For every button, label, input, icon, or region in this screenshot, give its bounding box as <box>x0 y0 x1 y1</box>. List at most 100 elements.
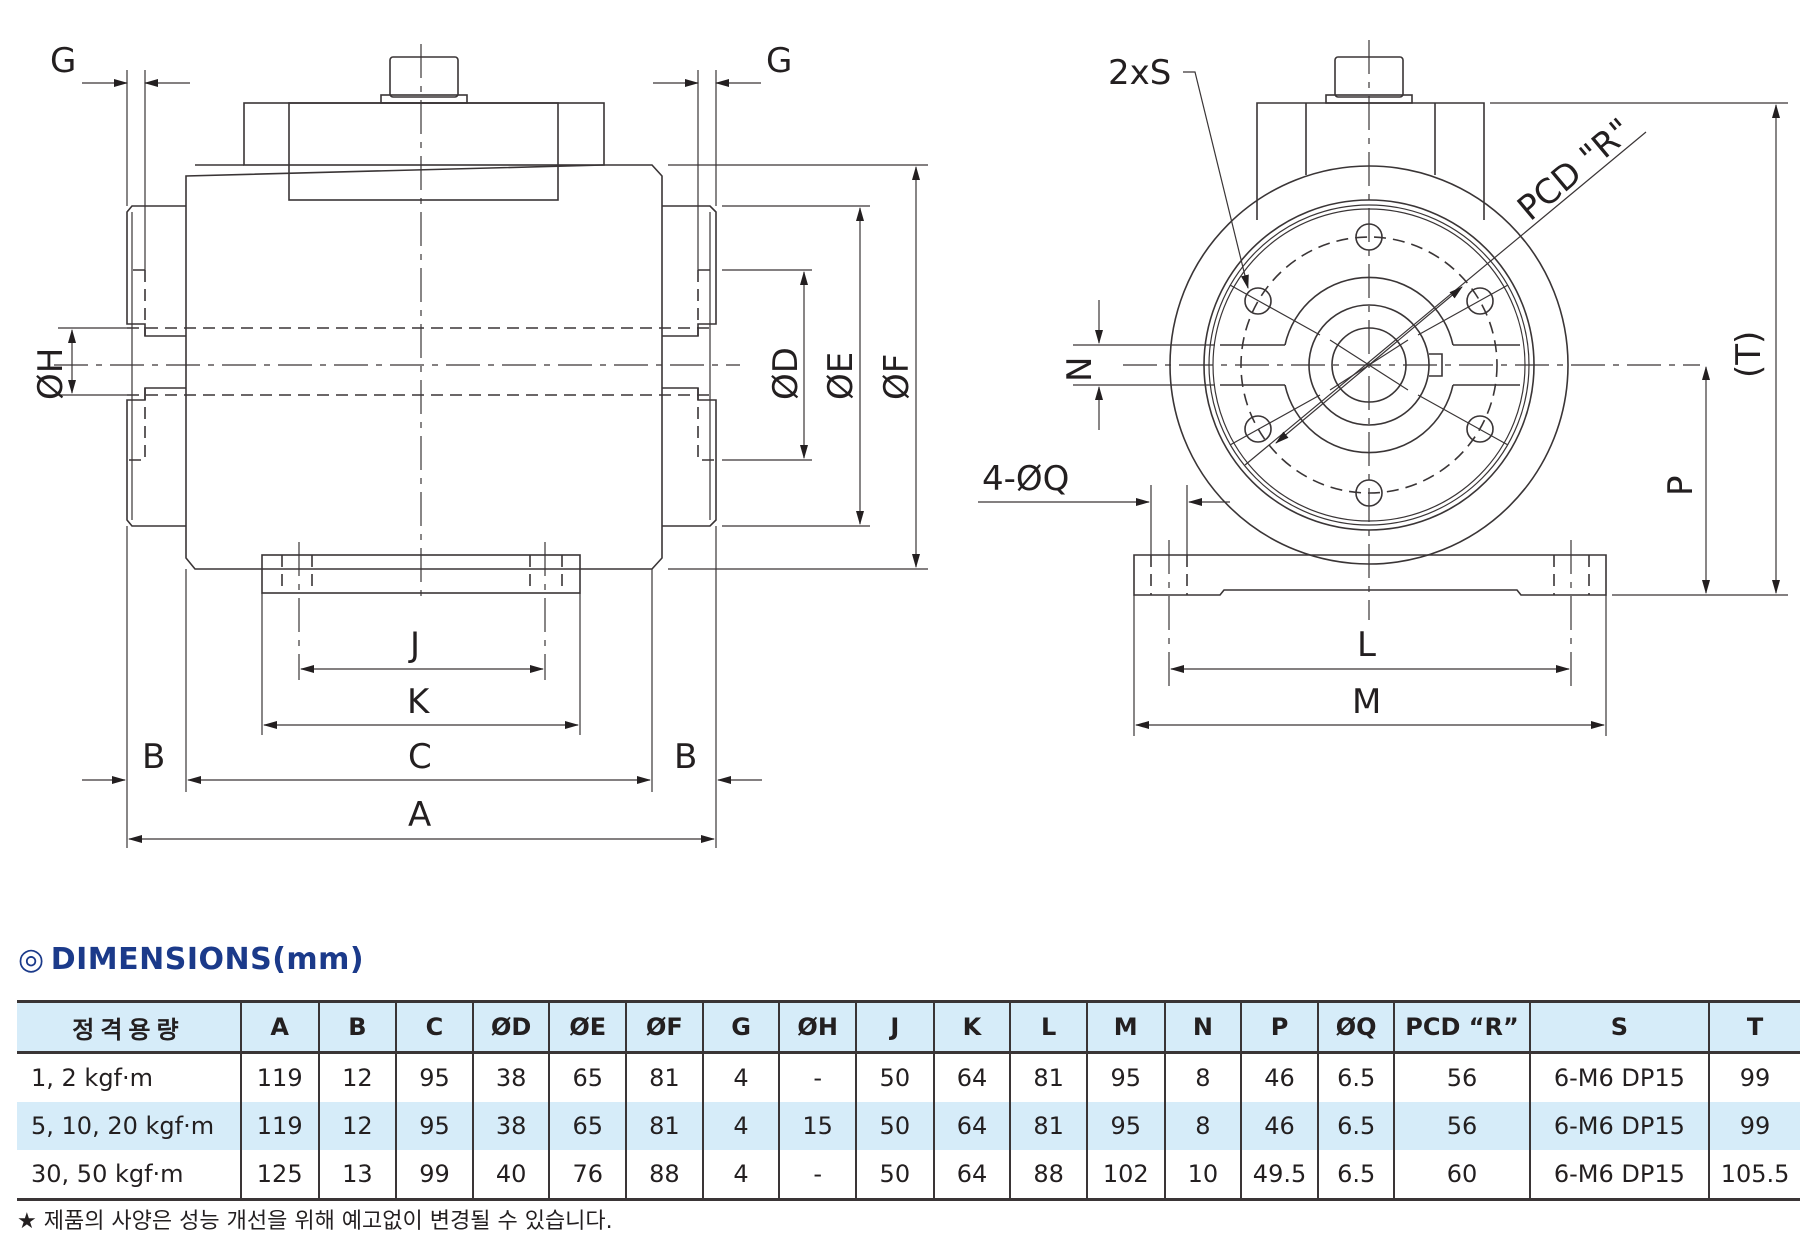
value-cell: 38 <box>471 1052 550 1102</box>
column-header: M <box>1085 1001 1165 1053</box>
label-2xs: 2xS <box>1108 53 1171 93</box>
label-phi-d: ØD <box>766 347 806 400</box>
label-4-phi-q: 4-ØQ <box>982 459 1069 499</box>
value-cell: 13 <box>317 1150 397 1200</box>
value-cell: 76 <box>548 1150 627 1200</box>
foot-bar <box>261 542 581 680</box>
label-g-left: G <box>50 41 76 81</box>
column-header: A <box>239 1001 319 1053</box>
value-cell: 95 <box>395 1052 473 1102</box>
s-leader: 2xS <box>1108 53 1249 289</box>
column-header: ØD <box>471 1001 550 1053</box>
model-cell: 1, 2 kgf·m <box>31 1064 154 1092</box>
value-cell: 6-M6 DP15 <box>1528 1102 1710 1150</box>
value-cell: 12 <box>317 1052 397 1102</box>
c-dimension: C <box>185 569 653 792</box>
value-cell: 50 <box>855 1150 934 1200</box>
column-header: P <box>1240 1001 1318 1053</box>
value-cell: 40 <box>471 1150 550 1200</box>
front-top-housing <box>1256 102 1485 220</box>
front-view: PCD "R" 2xS N 4-ØQ P <box>978 40 1788 736</box>
top-housing <box>243 102 605 201</box>
column-header: G <box>701 1001 780 1053</box>
b-dimension-right: B <box>674 737 762 784</box>
j-dimension: J <box>300 625 544 673</box>
value-cell: 119 <box>239 1102 319 1150</box>
left-flange <box>126 205 186 527</box>
label-phi-h: ØH <box>31 348 71 400</box>
dimensions-title-text: DIMENSIONS(mm) <box>50 942 365 977</box>
label-n: N <box>1060 357 1100 382</box>
column-header-model: 정격용량 <box>72 1015 185 1044</box>
hub-outline <box>1220 344 1520 386</box>
label-pcd-r: PCD "R" <box>1510 111 1640 229</box>
label-j: J <box>408 625 420 665</box>
main-body <box>185 164 663 570</box>
column-header: ØH <box>778 1001 856 1053</box>
d-dimension: ØD <box>722 269 812 461</box>
value-cell: 95 <box>395 1102 473 1150</box>
column-header: J <box>855 1001 934 1053</box>
b-dimension-left: B <box>82 737 165 784</box>
column-header: N <box>1163 1001 1242 1053</box>
value-cell: 125 <box>239 1150 319 1200</box>
column-header: S <box>1528 1001 1710 1053</box>
value-cell: 81 <box>1009 1052 1087 1102</box>
g-dimension-right: G <box>653 41 792 270</box>
value-cell: 4 <box>701 1102 780 1150</box>
double-circle-icon: ◎ <box>18 942 45 977</box>
value-cell: 6.5 <box>1316 1052 1395 1102</box>
value-cell: 65 <box>548 1052 627 1102</box>
technical-drawing: G G ØH ØD ØE <box>31 40 1788 848</box>
k-dimension: K <box>261 593 581 735</box>
value-cell: 81 <box>1009 1102 1087 1150</box>
value-cell: 95 <box>1085 1102 1165 1150</box>
label-p: P <box>1661 475 1701 496</box>
value-cell: 81 <box>625 1102 703 1150</box>
column-header: L <box>1009 1001 1087 1053</box>
label-g-right: G <box>766 41 792 81</box>
label-t: (T) <box>1729 331 1769 378</box>
label-c: C <box>408 737 432 777</box>
value-cell: 64 <box>932 1052 1011 1102</box>
value-cell: 38 <box>471 1102 550 1150</box>
h-dimension: ØH <box>31 327 127 400</box>
value-cell: 99 <box>395 1150 473 1200</box>
value-cell: 46 <box>1240 1102 1318 1150</box>
value-cell: 81 <box>625 1052 703 1102</box>
value-cell: 56 <box>1393 1102 1530 1150</box>
value-cell: 50 <box>855 1102 934 1150</box>
value-cell: 65 <box>548 1102 627 1150</box>
label-phi-e: ØE <box>821 352 861 400</box>
value-cell: 6-M6 DP15 <box>1528 1150 1710 1200</box>
value-cell: 119 <box>239 1052 319 1102</box>
e-dimension: ØE <box>722 205 870 527</box>
side-view: G G ØH ØD ØE <box>31 41 928 848</box>
value-cell: 12 <box>317 1102 397 1150</box>
label-l: L <box>1357 625 1376 665</box>
column-header: K <box>932 1001 1011 1053</box>
l-dimension: L <box>1170 625 1570 673</box>
p-dimension: P <box>1612 366 1715 596</box>
value-cell: 4 <box>701 1052 780 1102</box>
label-phi-f: ØF <box>877 354 917 400</box>
q-dimension: 4-ØQ <box>978 459 1230 555</box>
value-cell: 60 <box>1393 1150 1530 1200</box>
value-cell: 99 <box>1708 1052 1800 1102</box>
n-dimension: N <box>1060 300 1215 430</box>
connector <box>380 56 468 104</box>
column-header: T <box>1708 1001 1800 1053</box>
value-cell: 8 <box>1163 1052 1242 1102</box>
front-base <box>1133 554 1607 596</box>
label-a: A <box>408 795 431 835</box>
value-cell: 105.5 <box>1708 1150 1800 1200</box>
value-cell: 8 <box>1163 1102 1242 1150</box>
value-cell: 95 <box>1085 1052 1165 1102</box>
label-k: K <box>407 682 431 722</box>
value-cell: 50 <box>855 1052 934 1102</box>
column-header: ØF <box>625 1001 703 1053</box>
